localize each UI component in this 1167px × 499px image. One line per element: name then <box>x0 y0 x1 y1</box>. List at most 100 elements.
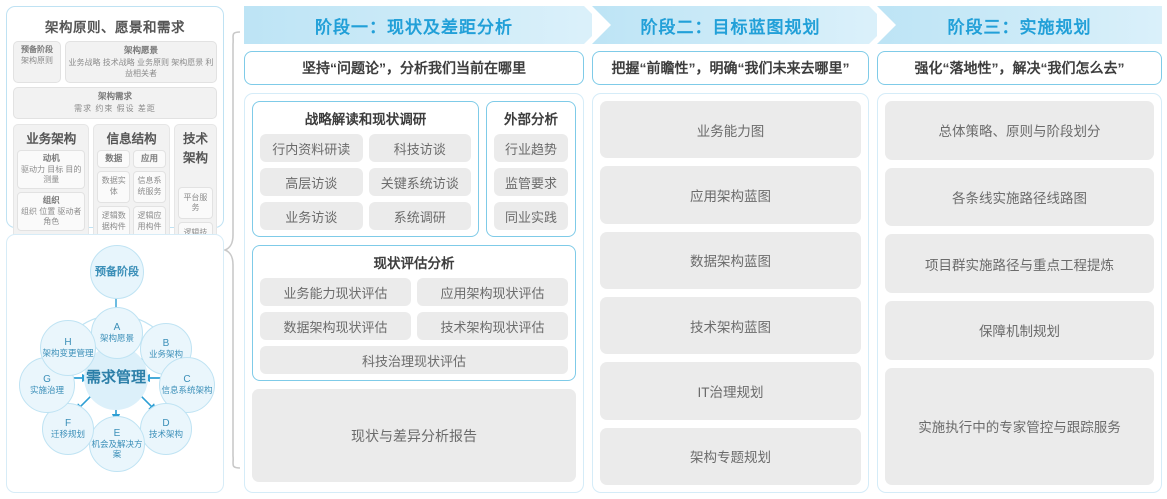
togaf-vision-sub: 业务战略 技术战略 业务原则 架构愿景 利益相关者 <box>68 57 214 79</box>
phase-1-title: 阶段一：现状及差距分析 <box>315 17 513 37</box>
strategy-research-card: 战略解读和现状调研 行内资料研读 科技访谈 高层访谈 关键系统访谈 业务访谈 系… <box>252 101 479 237</box>
phase-3-body: 总体策略、原则与阶段划分 各条线实施路径线路图 项目群实施路径与重点工程提炼 保… <box>877 93 1162 493</box>
phase-1-header: 阶段一：现状及差距分析 <box>244 6 603 44</box>
togaf-technology-item: 平台服务 <box>177 187 214 220</box>
togaf-application-item: 应用 <box>133 150 166 168</box>
assessment-chip-full[interactable]: 科技治理现状评估 <box>260 346 568 374</box>
adm-center-requirements: 需求管理 <box>84 346 148 410</box>
adm-node-c[interactable]: C 信息系统架构 <box>159 357 215 413</box>
research-chip[interactable]: 系统调研 <box>368 202 471 230</box>
adm-node-prelim[interactable]: 预备阶段 <box>90 245 144 299</box>
togaf-application-item: 逻辑应用构件 <box>133 205 166 238</box>
adm-node-e[interactable]: E 机会及解决方案 <box>89 416 145 472</box>
phase-2-column: 阶段二：目标蓝图规划 把握“前瞻性”，明确“我们未来去哪里” 业务能力图 应用架… <box>592 6 888 493</box>
phase-3-title: 阶段三：实施规划 <box>947 17 1092 37</box>
phase-3-bar[interactable]: 实施执行中的专家管控与跟踪服务 <box>885 367 1154 486</box>
adm-node-prelim-label: 预备阶段 <box>95 265 139 278</box>
adm-node-d[interactable]: D 技术架构 <box>140 403 192 455</box>
togaf-business-item-sub: 组织 位置 驱动者 角色 <box>20 206 82 227</box>
togaf-requirements-sub: 需求 约束 假设 差距 <box>74 104 156 114</box>
adm-node-f[interactable]: F 迁移规划 <box>42 403 94 455</box>
adm-node-h[interactable]: H 架构变更管理 <box>40 320 96 376</box>
assessment-chip[interactable]: 应用架构现状评估 <box>417 278 568 306</box>
phase-3-bar[interactable]: 总体策略、原则与阶段划分 <box>885 101 1154 160</box>
togaf-content-framework-panel: 架构原则、愿景和需求 预备阶段 架构原则 架构愿景 业务战略 技术战略 业务原则… <box>6 6 224 342</box>
togaf-prelim-block: 预备阶段 架构原则 <box>13 41 61 84</box>
left-reference-column: 架构原则、愿景和需求 预备阶段 架构原则 架构愿景 业务战略 技术战略 业务原则… <box>6 6 228 493</box>
phase-2-subtitle-text: 把握“前瞻性”，明确“我们未来去哪里” <box>611 60 850 76</box>
phase-3-bar[interactable]: 项目群实施路径与重点工程提炼 <box>885 234 1154 294</box>
adm-node-c-label: 信息系统架构 <box>161 384 213 395</box>
adm-node-b[interactable]: B 业务架构 <box>140 323 192 375</box>
adm-node-h-label: 架构变更管理 <box>42 347 94 358</box>
adm-node-e-label: 机会及解决方案 <box>91 438 143 459</box>
togaf-application-item: 信息系统服务 <box>133 170 166 203</box>
togaf-business-item-sub: 驱动力 目标 目的 测量 <box>20 164 82 185</box>
togaf-business-head: 业务架构 <box>26 132 77 147</box>
research-chip[interactable]: 科技访谈 <box>368 134 471 162</box>
phase-2-bar[interactable]: 业务能力图 <box>600 101 861 159</box>
current-state-assessment-card: 现状评估分析 业务能力现状评估 应用架构现状评估 数据架构现状评估 技术架构现状… <box>252 245 576 381</box>
external-chip[interactable]: 监管要求 <box>494 168 568 196</box>
togaf-data-item: 数据 <box>97 150 131 168</box>
adm-node-a-letter: A <box>113 322 121 334</box>
phase-3-bar[interactable]: 保障机制规划 <box>885 301 1154 360</box>
togaf-row-principles: 预备阶段 架构原则 架构愿景 业务战略 技术战略 业务原则 架构愿景 利益相关者 <box>13 41 217 84</box>
togaf-vision-block: 架构愿景 业务战略 技术战略 业务原则 架构愿景 利益相关者 <box>65 41 217 84</box>
phase-3-bar[interactable]: 各条线实施路径线路图 <box>885 167 1154 227</box>
strategy-research-chips: 行内资料研读 科技访谈 高层访谈 关键系统访谈 业务访谈 系统调研 <box>260 134 471 230</box>
adm-node-a-label: 架构愿景 <box>99 332 134 343</box>
phase-2-body: 业务能力图 应用架构蓝图 数据架构蓝图 技术架构蓝图 IT治理规划 架构专题规划 <box>592 93 869 493</box>
adm-node-g-label: 实施治理 <box>29 384 64 395</box>
adm-cycle-panel: 需求管理 预备阶段 A 架构愿景 B 业务架构 C 信息系统架构 D 技术架构 <box>6 234 224 493</box>
togaf-information-head: 信息结构 <box>106 132 157 147</box>
togaf-title: 架构原则、愿景和需求 <box>45 20 185 35</box>
gap-analysis-report-label: 现状与差异分析报告 <box>351 427 477 444</box>
adm-node-g-letter: G <box>43 374 51 386</box>
gap-analysis-report-bar[interactable]: 现状与差异分析报告 <box>252 389 576 482</box>
adm-node-a[interactable]: A 架构愿景 <box>91 307 143 359</box>
phase-3-column: 阶段三：实施规划 强化“落地性”，解决“我们怎么去” 总体策略、原则与阶段划分 … <box>877 6 1162 493</box>
adm-node-d-label: 技术架构 <box>148 428 183 439</box>
togaf-technology-head: 技术架构 <box>182 132 208 166</box>
phase-2-bar[interactable]: IT治理规划 <box>600 362 861 420</box>
adm-node-c-letter: C <box>183 374 191 386</box>
phase-2-header: 阶段二：目标蓝图规划 <box>592 6 888 44</box>
external-analysis-card: 外部分析 行业趋势 监管要求 同业实践 <box>486 101 576 237</box>
phase-2-bar[interactable]: 技术架构蓝图 <box>600 296 861 355</box>
research-chip[interactable]: 高层访谈 <box>260 168 363 196</box>
phase-3-subtitle-text: 强化“落地性”，解决“我们怎么去” <box>914 60 1125 76</box>
togaf-data-item: 数据实体 <box>97 170 131 203</box>
adm-node-b-letter: B <box>162 338 170 350</box>
adm-center-label: 需求管理 <box>85 369 146 387</box>
togaf-vision-head: 架构愿景 <box>123 45 158 55</box>
assessment-chip[interactable]: 业务能力现状评估 <box>260 278 411 306</box>
phase-2-bar[interactable]: 数据架构蓝图 <box>600 231 861 289</box>
phase-1-subtitle-text: 坚持“问题论”，分析我们当前在哪里 <box>302 60 526 76</box>
phase-2-bar[interactable]: 架构专题规划 <box>600 427 861 485</box>
assessment-title: 现状评估分析 <box>373 256 455 271</box>
togaf-requirements-head: 架构需求 <box>97 91 132 102</box>
external-analysis-chips: 行业趋势 监管要求 同业实践 <box>494 134 568 230</box>
togaf-prelim-sub: 架构原则 <box>21 55 53 65</box>
adm-node-d-letter: D <box>162 418 170 430</box>
external-chip[interactable]: 同业实践 <box>494 202 568 230</box>
external-chip[interactable]: 行业趋势 <box>494 134 568 162</box>
assessment-chip[interactable]: 技术架构现状评估 <box>417 312 568 340</box>
phase-2-bar[interactable]: 应用架构蓝图 <box>600 166 861 224</box>
togaf-business-item-head: 动机 <box>42 153 60 164</box>
strategy-research-title: 战略解读和现状调研 <box>304 112 427 127</box>
togaf-business-item: 动机 驱动力 目标 目的 测量 <box>17 150 86 190</box>
assessment-chip[interactable]: 数据架构现状评估 <box>260 312 411 340</box>
phase-3-bar-stack: 总体策略、原则与阶段划分 各条线实施路径线路图 项目群实施路径与重点工程提炼 保… <box>885 101 1154 486</box>
phase-1-top-row: 战略解读和现状调研 行内资料研读 科技访谈 高层访谈 关键系统访谈 业务访谈 系… <box>252 101 576 237</box>
research-chip[interactable]: 关键系统访谈 <box>368 168 471 196</box>
togaf-business-item-head: 组织 <box>42 195 60 206</box>
grouping-brace <box>224 31 241 469</box>
adm-node-b-label: 业务架构 <box>148 348 183 359</box>
research-chip[interactable]: 行内资料研读 <box>260 134 363 162</box>
adm-node-f-label: 迁移规划 <box>50 428 85 439</box>
research-chip[interactable]: 业务访谈 <box>260 202 363 230</box>
phase-3-subtitle: 强化“落地性”，解决“我们怎么去” <box>877 51 1162 85</box>
